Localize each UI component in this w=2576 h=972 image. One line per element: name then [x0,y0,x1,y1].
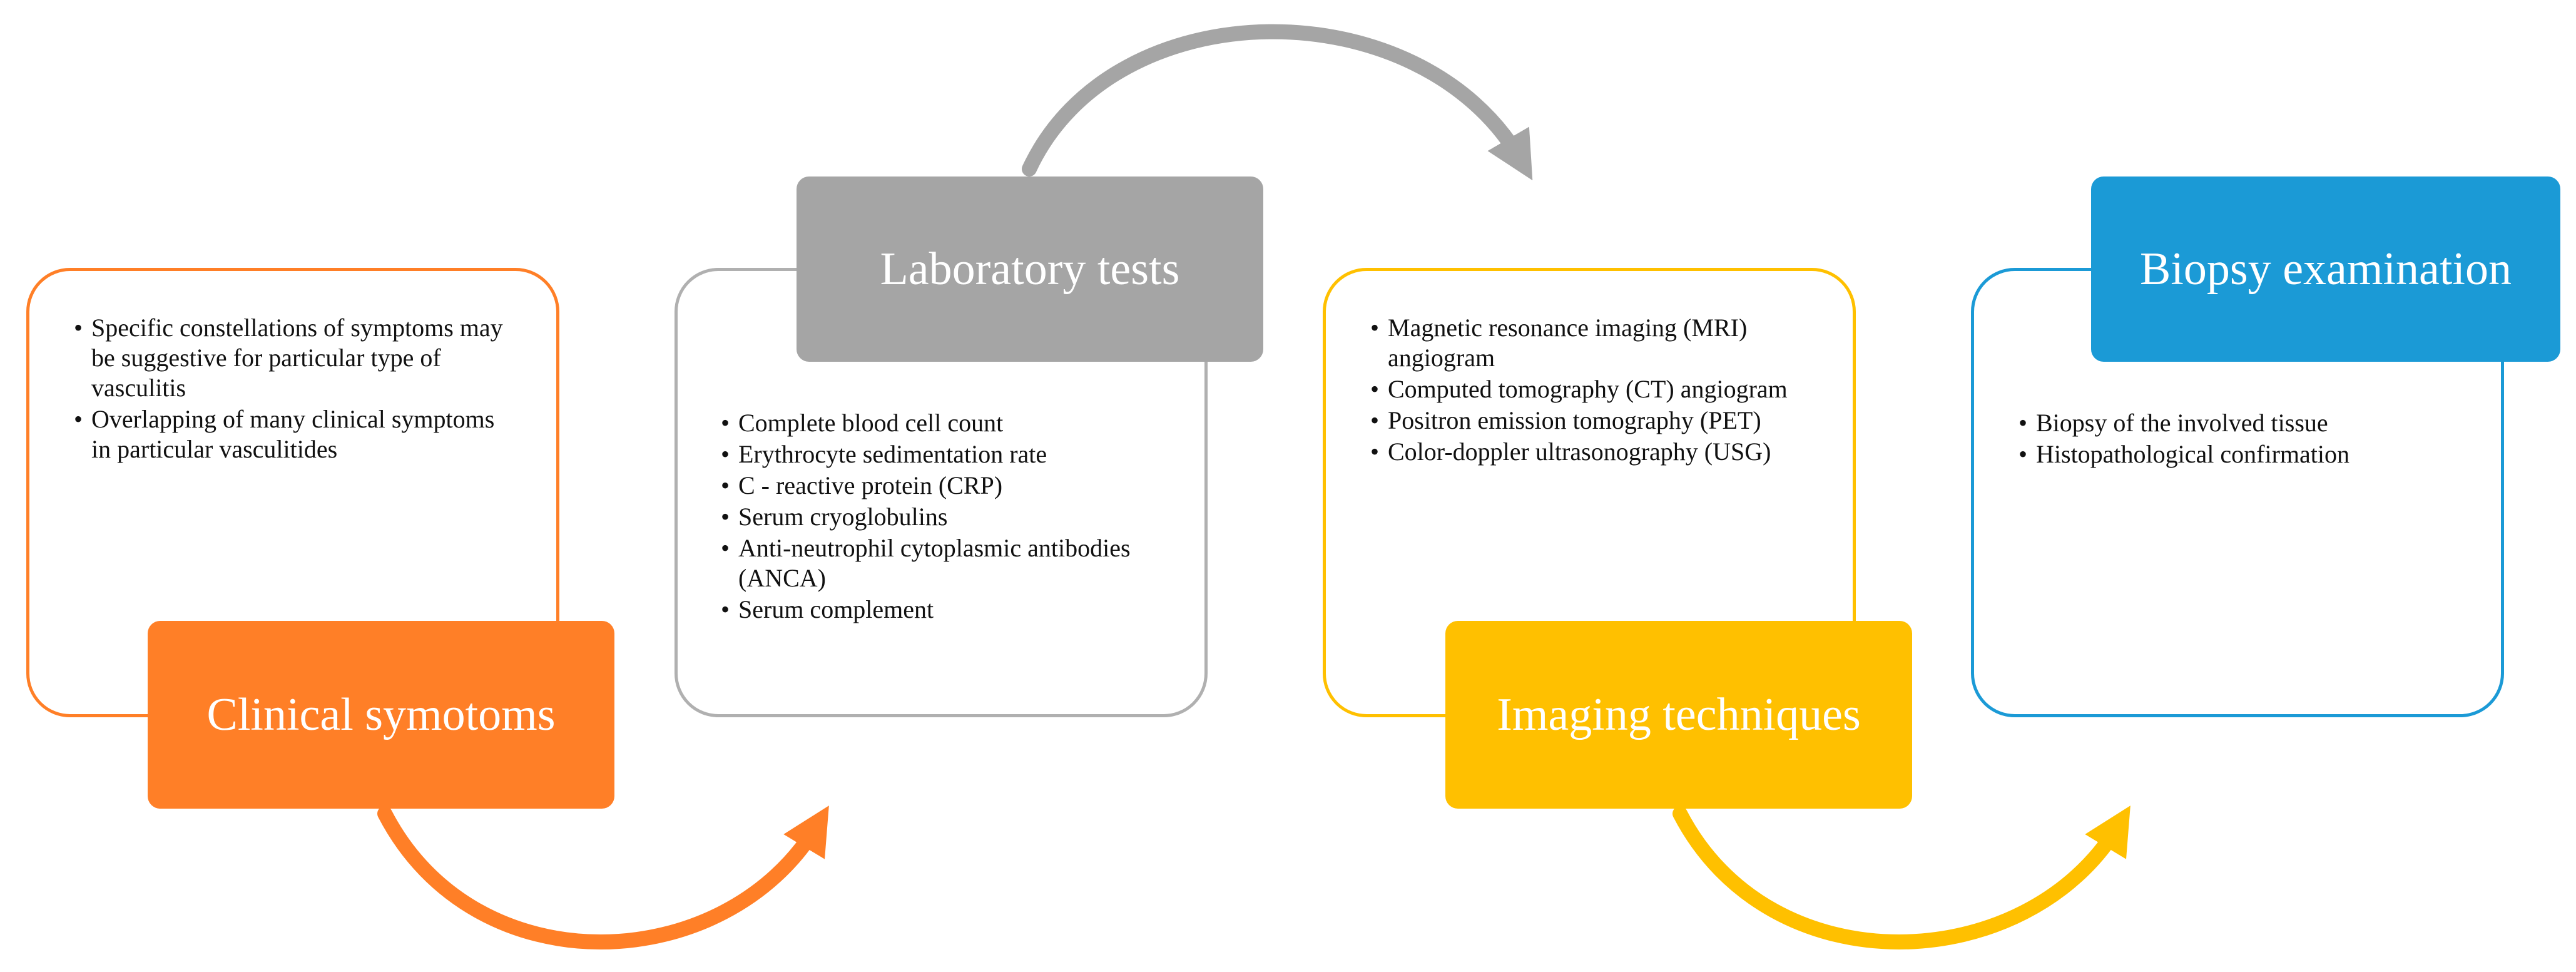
biopsy-title: Biopsy examination [2140,243,2512,295]
imaging-bullets: Magnetic resonance imaging (MRI) angiogr… [1370,313,1821,467]
imaging-bullet: Positron emission tomography (PET) [1370,406,1821,436]
biopsy-title-box: Biopsy examination [2091,176,2560,362]
laboratory-bullet: C - reactive protein (CRP) [721,471,1171,501]
clinical-bullet: Overlapping of many clinical symptoms in… [74,404,512,464]
laboratory-bullet: Serum complement [721,595,1171,625]
clinical-bullets: Specific constellations of symptoms may … [74,313,512,464]
laboratory-bullet: Anti-neutrophil cytoplasmic antibodies (… [721,533,1171,593]
biopsy-bullet: Biopsy of the involved tissue [2019,408,2469,438]
imaging-bullet: Color-doppler ultrasonography (USG) [1370,437,1821,467]
clinical-bullet: Specific constellations of symptoms may … [74,313,512,403]
arrow-laboratory-to-imaging [1022,24,1533,181]
biopsy-bullets: Biopsy of the involved tissue Histopatho… [2019,408,2469,469]
arrow-imaging-to-biopsy [1672,806,2131,949]
arrow-clinical-to-laboratory [377,806,829,949]
laboratory-title-box: Laboratory tests [797,176,1263,362]
laboratory-bullet: Complete blood cell count [721,408,1171,438]
imaging-bullet: Computed tomography (CT) angiogram [1370,374,1821,404]
laboratory-bullets: Complete blood cell count Erythrocyte se… [721,408,1171,625]
clinical-title: Clinical symotoms [206,688,556,740]
imaging-title-box: Imaging techniques [1445,621,1912,809]
laboratory-bullet: Erythrocyte sedimentation rate [721,439,1171,469]
laboratory-title: Laboratory tests [880,243,1180,295]
imaging-bullet: Magnetic resonance imaging (MRI) angiogr… [1370,313,1821,373]
imaging-title: Imaging techniques [1497,688,1861,740]
biopsy-bullet: Histopathological confirmation [2019,439,2469,469]
laboratory-bullet: Serum cryoglobulins [721,502,1171,532]
clinical-title-box: Clinical symotoms [148,621,614,809]
